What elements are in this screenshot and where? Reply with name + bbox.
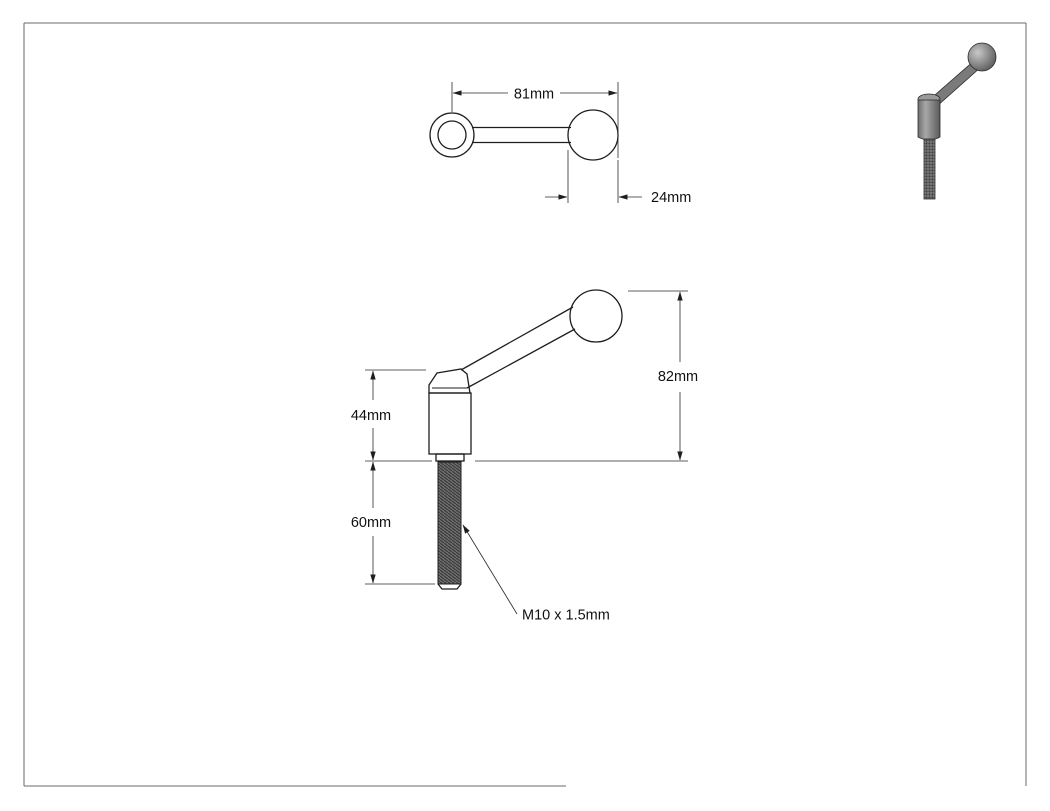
overall-height-label: 82mm [658,369,698,385]
thread-spec-leader [462,524,518,615]
thread-length-dimension [365,461,435,585]
body-height-label: 44mm [351,408,391,424]
top-width-dimension [451,82,619,158]
thread-spec-label: M10 x 1.5mm [522,608,610,624]
isometric-view [917,42,997,200]
body-height-dimension [365,369,432,462]
ball-diameter-label: 24mm [651,190,691,206]
sheet-border [23,22,1027,787]
side-view [428,289,623,590]
ball-diameter-dimension [545,150,642,203]
thread-length-label: 60mm [351,515,391,531]
overall-height-dimension [475,290,688,462]
top-width-label: 81mm [514,87,554,103]
top-view [429,109,619,161]
